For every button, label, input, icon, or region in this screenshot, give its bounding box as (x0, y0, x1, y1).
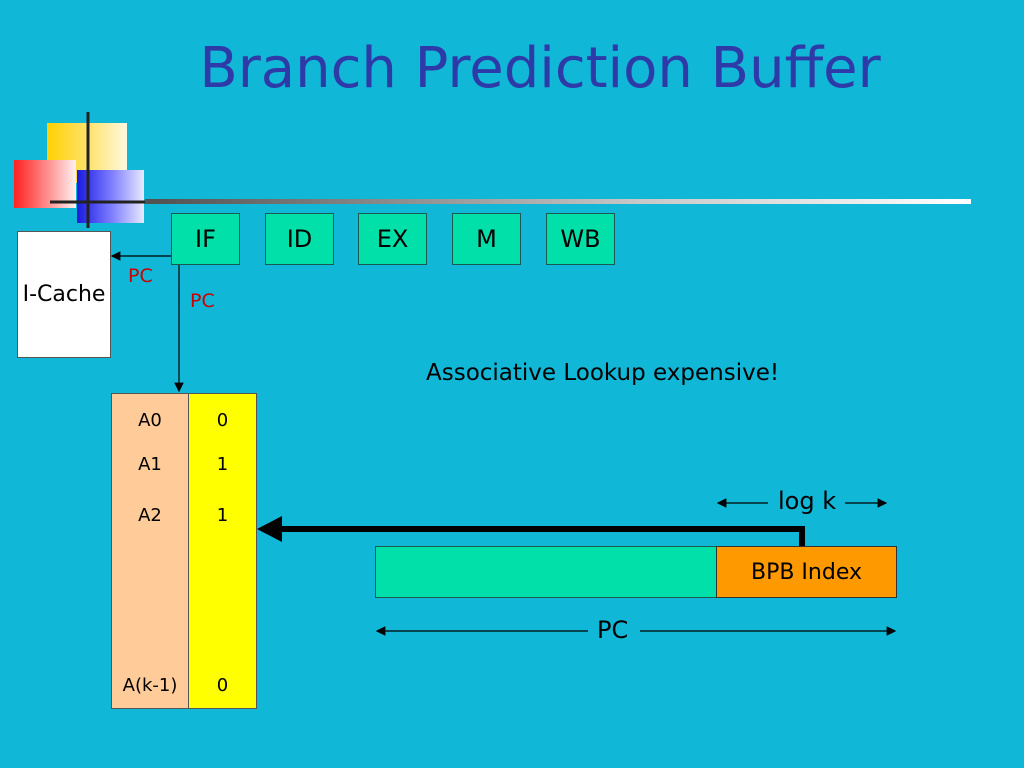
bpb-index-field: BPB Index (716, 546, 897, 598)
buffer-bit-column: 0 1 1 0 (188, 393, 257, 709)
buffer-bit: 1 (216, 505, 229, 526)
pc-label-icache: PC (128, 265, 153, 287)
stage-m: M (452, 213, 521, 265)
buffer-address: A(k-1) (122, 675, 178, 696)
buffer-address: A2 (138, 505, 162, 526)
pc-register-bar (375, 546, 718, 598)
icache-box: I-Cache (17, 231, 111, 358)
buffer-address: A0 (138, 410, 162, 431)
pc-width-label: PC (597, 616, 629, 644)
pc-label-buffer: PC (190, 290, 215, 312)
stage-if: IF (171, 213, 240, 265)
stage-wb: WB (546, 213, 615, 265)
bpb-index-label: BPB Index (750, 559, 862, 585)
buffer-bit: 0 (216, 410, 229, 431)
buffer-bit: 1 (216, 454, 229, 475)
buffer-address-column: A0 A1 A2 A(k-1) (111, 393, 189, 709)
stage-id: ID (265, 213, 334, 265)
buffer-bit: 0 (216, 675, 229, 696)
page-title: Branch Prediction Buffer (199, 36, 881, 101)
associative-note: Associative Lookup expensive! (426, 360, 780, 386)
buffer-address: A1 (138, 454, 162, 475)
log-k-label: log k (778, 487, 837, 515)
icache-label: I-Cache (22, 282, 106, 307)
stage-ex: EX (358, 213, 427, 265)
